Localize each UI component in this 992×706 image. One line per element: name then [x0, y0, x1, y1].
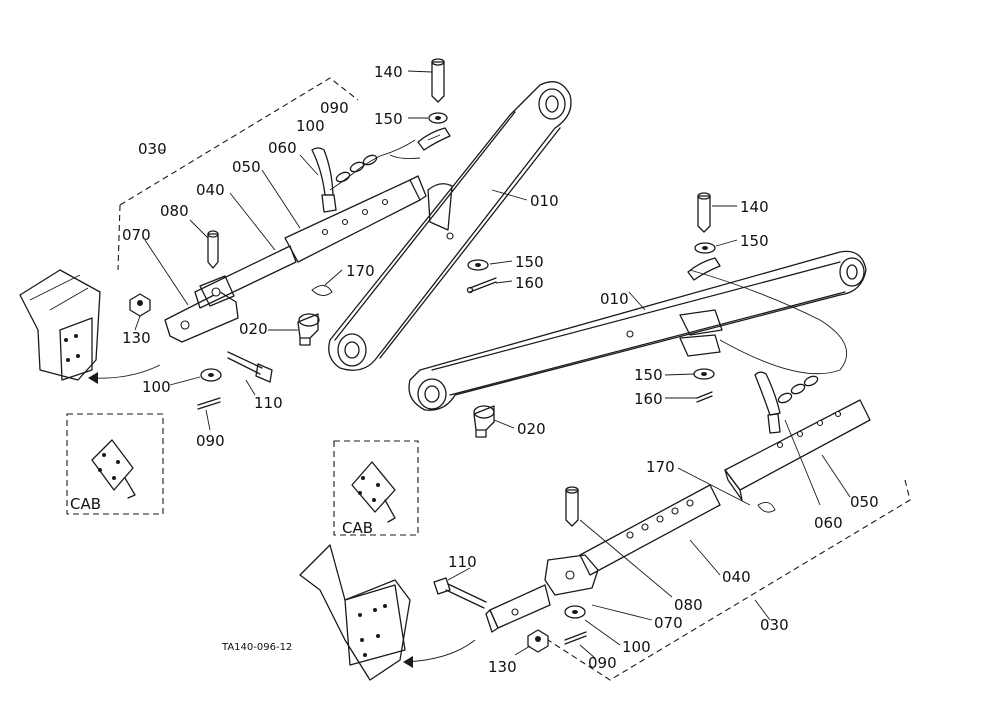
nut-130-left — [129, 293, 151, 317]
tag-170-left — [311, 285, 333, 296]
pin-140-right — [697, 192, 711, 233]
label-010-left: 010 — [530, 192, 559, 210]
chain-link-right — [687, 257, 721, 281]
label-030-left: 030 — [138, 140, 167, 158]
label-160-middle: 160 — [515, 274, 544, 292]
label-040-left: 040 — [196, 181, 225, 199]
pin-080-right — [565, 486, 579, 527]
label-140-top: 140 — [374, 63, 403, 81]
pin-140-top — [431, 58, 445, 103]
cab-inset-left: CAB — [66, 413, 164, 515]
group-030-right-boundary — [547, 479, 911, 681]
cab-inset-left-label: CAB — [70, 495, 101, 513]
chain-link-top-left — [417, 127, 451, 151]
cab-inset-right: CAB — [333, 440, 419, 537]
label-100-right: 100 — [622, 638, 651, 656]
label-170-right: 170 — [646, 458, 675, 476]
drawing-code: TA140-096-12 — [221, 642, 292, 653]
part-labels: 140 150 090 100 060 030 050 040 080 070 … — [122, 63, 879, 676]
leader-lines — [134, 70, 851, 659]
label-040-right: 040 — [722, 568, 751, 586]
cotter-pin-090-right — [564, 631, 587, 645]
label-050-right: 050 — [850, 493, 879, 511]
washer-100-right — [564, 605, 586, 619]
cotter-pin-160-middle — [466, 277, 497, 294]
label-100-top: 100 — [296, 117, 325, 135]
tractor-bracket-left — [19, 269, 161, 384]
label-130-left: 130 — [122, 329, 151, 347]
cotter-pin-090-left — [197, 397, 221, 410]
label-100-left: 100 — [142, 378, 171, 396]
label-080-right: 080 — [674, 596, 703, 614]
label-110-left: 110 — [254, 394, 283, 412]
pin-080-left — [207, 230, 219, 269]
label-110-right: 110 — [448, 553, 477, 571]
lower-link-right — [408, 250, 867, 411]
label-140-right: 140 — [740, 198, 769, 216]
check-chain-right — [485, 371, 871, 633]
check-chain-left — [164, 139, 427, 343]
label-150-right: 150 — [740, 232, 769, 250]
cotter-pin-160-right — [696, 391, 713, 403]
label-150-middle: 150 — [515, 253, 544, 271]
label-150-top: 150 — [374, 110, 403, 128]
label-080-left: 080 — [160, 202, 189, 220]
tractor-bracket-right — [299, 544, 476, 681]
label-060-left: 060 — [268, 139, 297, 157]
washer-100-left — [200, 368, 222, 382]
group-030-left-boundary — [117, 77, 359, 271]
washer-150-top — [428, 112, 448, 124]
label-010-right: 010 — [600, 290, 629, 308]
washer-150-right-lower — [693, 368, 715, 380]
bolt-110-left — [227, 351, 273, 383]
label-030-right: 030 — [760, 616, 789, 634]
label-090-right: 090 — [588, 654, 617, 672]
label-090-top: 090 — [320, 99, 349, 117]
pin-020-upper — [297, 313, 320, 346]
label-050-left: 050 — [232, 158, 261, 176]
cab-inset-right-label: CAB — [342, 519, 373, 537]
label-150-right-lower: 150 — [634, 366, 663, 384]
tag-170-right — [757, 501, 776, 513]
label-020-upper: 020 — [239, 320, 268, 338]
washer-150-middle — [467, 259, 489, 271]
lower-link-left — [328, 81, 572, 371]
label-090-left: 090 — [196, 432, 225, 450]
label-070-left: 070 — [122, 226, 151, 244]
label-130-right: 130 — [488, 658, 517, 676]
label-070-right: 070 — [654, 614, 683, 632]
label-160-right: 160 — [634, 390, 663, 408]
washer-150-right-top — [694, 242, 716, 254]
label-020-lower: 020 — [517, 420, 546, 438]
pin-020-lower — [473, 405, 495, 438]
label-170-left: 170 — [346, 262, 375, 280]
bolt-110-right — [433, 577, 487, 609]
nut-130-right — [527, 629, 549, 653]
label-060-right: 060 — [814, 514, 843, 532]
